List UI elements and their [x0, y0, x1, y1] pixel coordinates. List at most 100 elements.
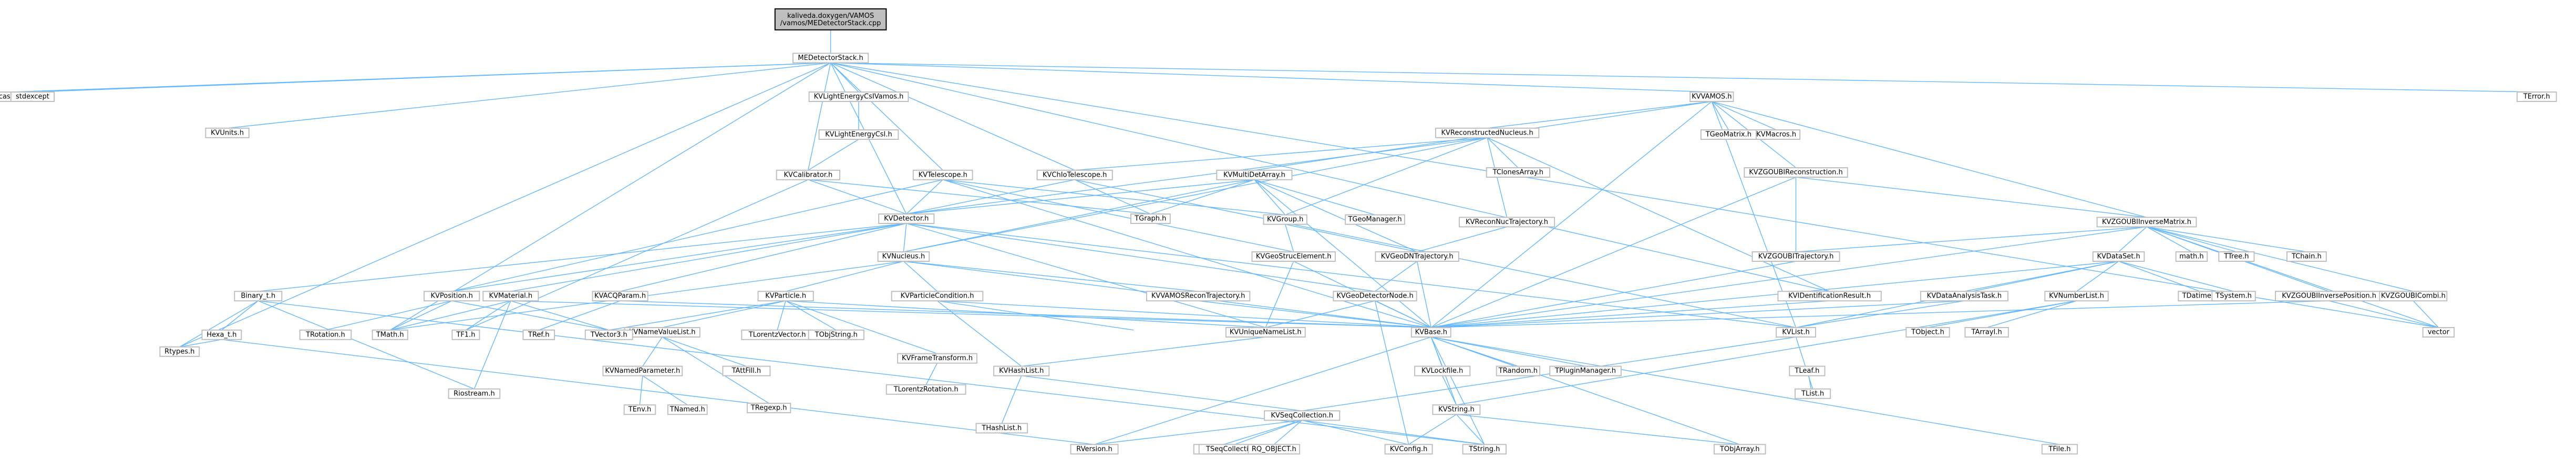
- header-node[interactable]: TNamed.h: [667, 404, 708, 415]
- header-node[interactable]: KVGeoStrucElement.h: [1251, 251, 1336, 262]
- header-node[interactable]: TFile.h: [2041, 444, 2078, 455]
- header-node[interactable]: TRef.h: [522, 329, 555, 340]
- header-node[interactable]: KVVAMOS.h: [1689, 91, 1734, 102]
- header-node[interactable]: TRotation.h: [299, 329, 352, 340]
- header-node[interactable]: TDatime.h: [2178, 291, 2222, 302]
- node-box: [1458, 217, 1555, 228]
- header-node[interactable]: TSystem.h: [2211, 291, 2256, 302]
- header-node[interactable]: KVZGOUBIInverseMatrix.h: [2096, 217, 2197, 228]
- node-label: RQ_OBJECT.h: [1252, 445, 1296, 453]
- header-node[interactable]: KVZGOUBITrajectory.h: [1751, 251, 1840, 262]
- header-node[interactable]: RQ_OBJECT.h: [1248, 444, 1301, 455]
- header-node[interactable]: THashList.h: [975, 423, 1028, 434]
- node-label: KVUniqueNameList.h: [1230, 329, 1302, 336]
- header-node[interactable]: KVUniqueNameList.h: [1225, 327, 1306, 338]
- header-node[interactable]: KVZGOUBICombi.h: [2379, 291, 2448, 302]
- header-node[interactable]: KVMaterial.h: [482, 291, 539, 302]
- header-node[interactable]: KVNucleus.h: [877, 251, 930, 262]
- header-node[interactable]: KVNamedParameter.h: [602, 365, 683, 376]
- header-node[interactable]: KVBase.h: [1410, 327, 1451, 338]
- dependency-edge: [1302, 336, 1796, 412]
- header-node[interactable]: TTree.h: [2218, 251, 2255, 262]
- header-node[interactable]: MEDetectorStack.h: [792, 53, 869, 64]
- header-node[interactable]: KVDetector.h: [878, 213, 935, 224]
- header-node[interactable]: KVReconNucTrajectory.h: [1458, 217, 1555, 228]
- node-box: [877, 251, 930, 262]
- header-node[interactable]: TRegexp.h: [746, 403, 791, 413]
- header-node[interactable]: KVZGOUBIInversePosition.h: [2275, 291, 2384, 302]
- node-label: TF1.h: [456, 331, 475, 339]
- header-node[interactable]: KVParticleCondition.h: [891, 291, 984, 302]
- header-node[interactable]: KVGroup.h: [1263, 214, 1307, 225]
- header-node[interactable]: KVReconstructedNucleus.h: [1435, 127, 1540, 138]
- header-node[interactable]: TString.h: [1462, 444, 1507, 455]
- header-node[interactable]: TMath.h: [372, 329, 408, 340]
- header-node[interactable]: vector: [2422, 327, 2455, 338]
- header-node[interactable]: KVCalibrator.h: [776, 169, 841, 180]
- header-node[interactable]: TGraph.h: [1130, 213, 1171, 224]
- header-node[interactable]: KVLightEnergyCsIVamos.h: [808, 91, 909, 102]
- header-node[interactable]: KVChIoTelescope.h: [1036, 169, 1113, 180]
- header-node[interactable]: TAttFill.h: [722, 365, 771, 376]
- header-node[interactable]: KVList.h: [1776, 327, 1816, 338]
- header-node[interactable]: KVLightEnergyCsI.h: [818, 129, 899, 140]
- header-node[interactable]: TObjArray.h: [1713, 444, 1766, 455]
- header-node[interactable]: TEnv.h: [623, 404, 656, 415]
- node-box: [1689, 91, 1734, 102]
- header-node[interactable]: Riostream.h: [448, 388, 501, 399]
- header-node[interactable]: KVVAMOSReconTrajectory.h: [1146, 291, 1251, 302]
- header-node[interactable]: TArrayI.h: [1964, 327, 2009, 338]
- header-node[interactable]: stdexcept: [10, 91, 55, 102]
- header-node[interactable]: KVZGOUBIReconstruction.h: [1744, 167, 1848, 178]
- header-node[interactable]: KVNumberList.h: [2044, 291, 2109, 302]
- root-file-node[interactable]: kaliveda.doxygen/VAMOS/vamos/MEDetectorS…: [774, 8, 887, 30]
- header-node[interactable]: KVDataAnalysisTask.h: [1920, 291, 2008, 302]
- header-node[interactable]: KVDataSet.h: [2092, 251, 2145, 262]
- header-node[interactable]: KVLockfile.h: [1414, 365, 1471, 376]
- dependency-edge: [451, 179, 943, 292]
- header-node[interactable]: KVGeoDNTrajectory.h: [1375, 251, 1459, 262]
- dependency-edge: [906, 179, 1075, 215]
- header-node[interactable]: Rtypes.h: [159, 346, 200, 357]
- header-node[interactable]: TChain.h: [2286, 251, 2327, 262]
- header-node[interactable]: KVSeqCollection.h: [1264, 410, 1341, 421]
- header-node[interactable]: TObjString.h: [808, 329, 864, 340]
- dependency-edge: [642, 375, 688, 405]
- header-node[interactable]: KVConfig.h: [1384, 444, 1433, 455]
- header-node[interactable]: TRandom.h: [1496, 365, 1541, 376]
- header-node[interactable]: Binary_t.h: [234, 291, 283, 302]
- header-node[interactable]: math.h: [2175, 251, 2208, 262]
- header-node[interactable]: KVIDentificationResult.h: [1777, 291, 1882, 302]
- header-node[interactable]: TGeoManager.h: [1345, 214, 1405, 225]
- header-node[interactable]: KVParticle.h: [757, 291, 814, 302]
- header-node[interactable]: TLorentzRotation.h: [885, 384, 966, 395]
- header-node[interactable]: TLeaf.h: [1789, 365, 1826, 376]
- header-node[interactable]: KVMacros.h: [1752, 129, 1801, 140]
- header-node[interactable]: KVACQParam.h: [592, 291, 648, 302]
- node-label: TObjArray.h: [1719, 445, 1760, 453]
- header-node[interactable]: KVMultiDetArray.h: [1216, 169, 1293, 180]
- header-node[interactable]: KVString.h: [1432, 404, 1481, 415]
- header-node[interactable]: KVTelescope.h: [912, 169, 973, 180]
- node-label: KVReconstructedNucleus.h: [1441, 129, 1533, 137]
- header-node[interactable]: TObject.h: [1905, 327, 1950, 338]
- header-node[interactable]: TPluginManager.h: [1549, 365, 1622, 376]
- header-node[interactable]: TLorentzVector.h: [741, 329, 813, 340]
- header-node[interactable]: KVPosition.h: [424, 291, 480, 302]
- header-node[interactable]: KVUnits.h: [205, 127, 250, 138]
- node-box: [1789, 365, 1826, 376]
- header-node[interactable]: TF1.h: [451, 329, 480, 340]
- header-node[interactable]: KVHashList.h: [993, 365, 1050, 376]
- header-node[interactable]: TClonesArray.h: [1486, 167, 1551, 178]
- header-node[interactable]: TError.h: [2516, 91, 2557, 102]
- header-node[interactable]: RVersion.h: [1070, 444, 1119, 455]
- header-node[interactable]: TList.h: [1794, 388, 1831, 399]
- dependency-edge: [1375, 300, 1431, 328]
- header-node[interactable]: Hexa_t.h: [201, 329, 242, 340]
- header-node[interactable]: TVector3.h: [584, 329, 633, 340]
- header-node[interactable]: KVFrameTransform.h: [897, 353, 977, 364]
- node-box: [975, 423, 1028, 434]
- header-node[interactable]: TGeoMatrix.h: [1700, 129, 1757, 140]
- header-node[interactable]: KVNameValueList.h: [624, 327, 700, 338]
- header-node[interactable]: KVGeoDetectorNode.h: [1333, 291, 1417, 302]
